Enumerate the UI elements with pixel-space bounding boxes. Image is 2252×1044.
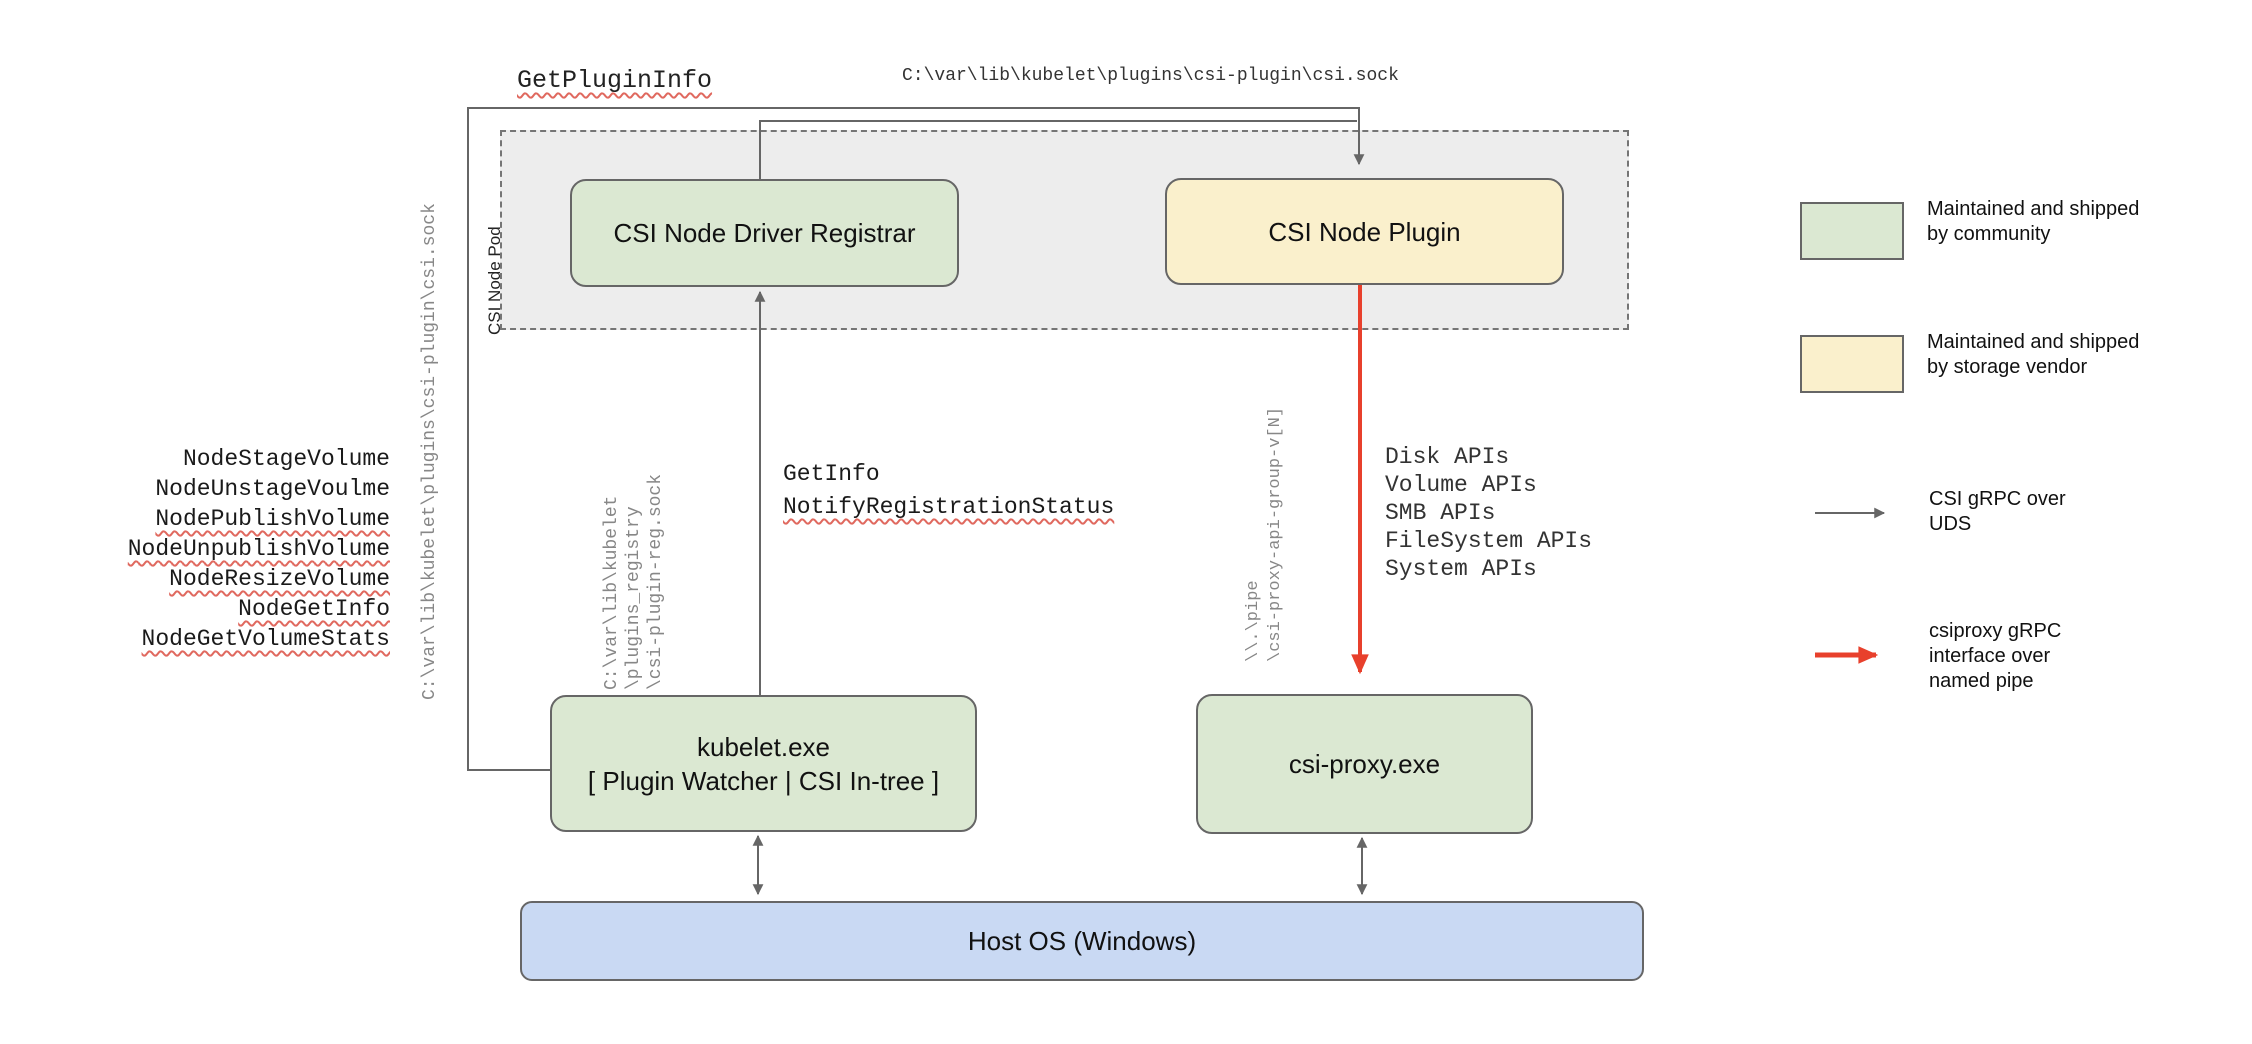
named-pipe-vertical-label: \\.\pipe \csi-proxy-api-group-v[N] <box>1243 407 1287 662</box>
kubelet-csi-sock-vertical-label: C:\var\lib\kubelet\plugins\csi-plugin\cs… <box>420 203 440 700</box>
csi-node-plugin-label: CSI Node Plugin <box>1268 216 1461 247</box>
named-pipe-line: \\.\pipe <box>1244 580 1263 662</box>
csi-node-plugin-box: CSI Node Plugin <box>1165 178 1564 285</box>
legend-line: named pipe <box>1929 670 2034 692</box>
csi-call: NodeUnpublishVolume <box>127 536 390 562</box>
registration-call-list: GetInfo NotifyRegistrationStatus <box>783 458 1114 524</box>
named-pipe-line: \csi-proxy-api-group-v[N] <box>1266 406 1285 662</box>
csi-call: NodeResizeVolume <box>169 566 390 592</box>
csi-node-driver-registrar-label: CSI Node Driver Registrar <box>613 218 916 248</box>
kubelet-label: kubelet.exe <box>697 731 830 762</box>
csi-proxy-api-list: Disk APIs Volume APIs SMB APIs FileSyste… <box>1385 443 1592 583</box>
csi-node-driver-registrar-box: CSI Node Driver Registrar <box>570 179 959 287</box>
legend-line: Maintained and shipped <box>1927 331 2140 353</box>
api-group: FileSystem APIs <box>1385 528 1593 554</box>
legend-line: csiproxy gRPC <box>1929 620 2062 642</box>
plugin-registry-sock-vertical-label: C:\var\lib\kubelet \plugins_registry \cs… <box>601 474 667 690</box>
legend-vendor-label: Maintained and shipped by storage vendor <box>1927 330 2139 380</box>
api-group: Volume APIs <box>1385 472 1537 498</box>
registration-call: GetInfo <box>783 461 880 487</box>
api-group: SMB APIs <box>1385 500 1496 526</box>
kubelet-csi-call-list: NodeStageVolume NodeUnstageVoulme NodePu… <box>80 444 390 654</box>
host-os-label: Host OS (Windows) <box>967 926 1197 956</box>
csi-sock-path-label: C:\var\lib\kubelet\plugins\csi-plugin\cs… <box>902 66 1399 86</box>
csi-call: NodeUnstageVoulme <box>155 476 390 502</box>
csi-node-pod-label: CSI Node Pod <box>485 226 504 335</box>
kubelet-box: kubelet.exe [ Plugin Watcher | CSI In-tr… <box>550 695 977 832</box>
api-group: System APIs <box>1385 556 1537 582</box>
registry-sock-line: \plugins_registry <box>624 506 644 690</box>
legend-line: by community <box>1927 223 2051 245</box>
csi-call: NodeStageVolume <box>182 446 390 472</box>
csi-call: NodePublishVolume <box>155 506 390 532</box>
legend-line: interface over <box>1929 645 2051 667</box>
legend-line: by storage vendor <box>1927 356 2088 378</box>
legend-community-swatch <box>1800 202 1904 260</box>
legend-uds-label: CSI gRPC over UDS <box>1929 487 2066 537</box>
legend-vendor-swatch <box>1800 335 1904 393</box>
legend-line: CSI gRPC over <box>1929 488 2066 510</box>
registry-sock-line: \csi-plugin-reg.sock <box>646 473 666 690</box>
api-group: Disk APIs <box>1385 444 1510 470</box>
registry-sock-line: C:\var\lib\kubelet <box>602 495 622 690</box>
get-plugin-info-label: GetPluginInfo <box>517 66 713 95</box>
legend-line: UDS <box>1929 513 1972 535</box>
legend-namedpipe-label: csiproxy gRPC interface over named pipe <box>1929 619 2061 694</box>
csi-call: NodeGetVolumeStats <box>141 626 390 652</box>
kubelet-sublabel: [ Plugin Watcher | CSI In-tree ] <box>587 765 940 796</box>
csi-call: NodeGetInfo <box>238 596 390 622</box>
legend-line: Maintained and shipped <box>1927 198 2140 220</box>
csi-proxy-box: csi-proxy.exe <box>1196 694 1533 834</box>
csi-proxy-label: csi-proxy.exe <box>1288 749 1441 779</box>
host-os-box: Host OS (Windows) <box>520 901 1644 981</box>
legend-community-label: Maintained and shipped by community <box>1927 197 2139 247</box>
registration-call: NotifyRegistrationStatus <box>783 494 1115 520</box>
